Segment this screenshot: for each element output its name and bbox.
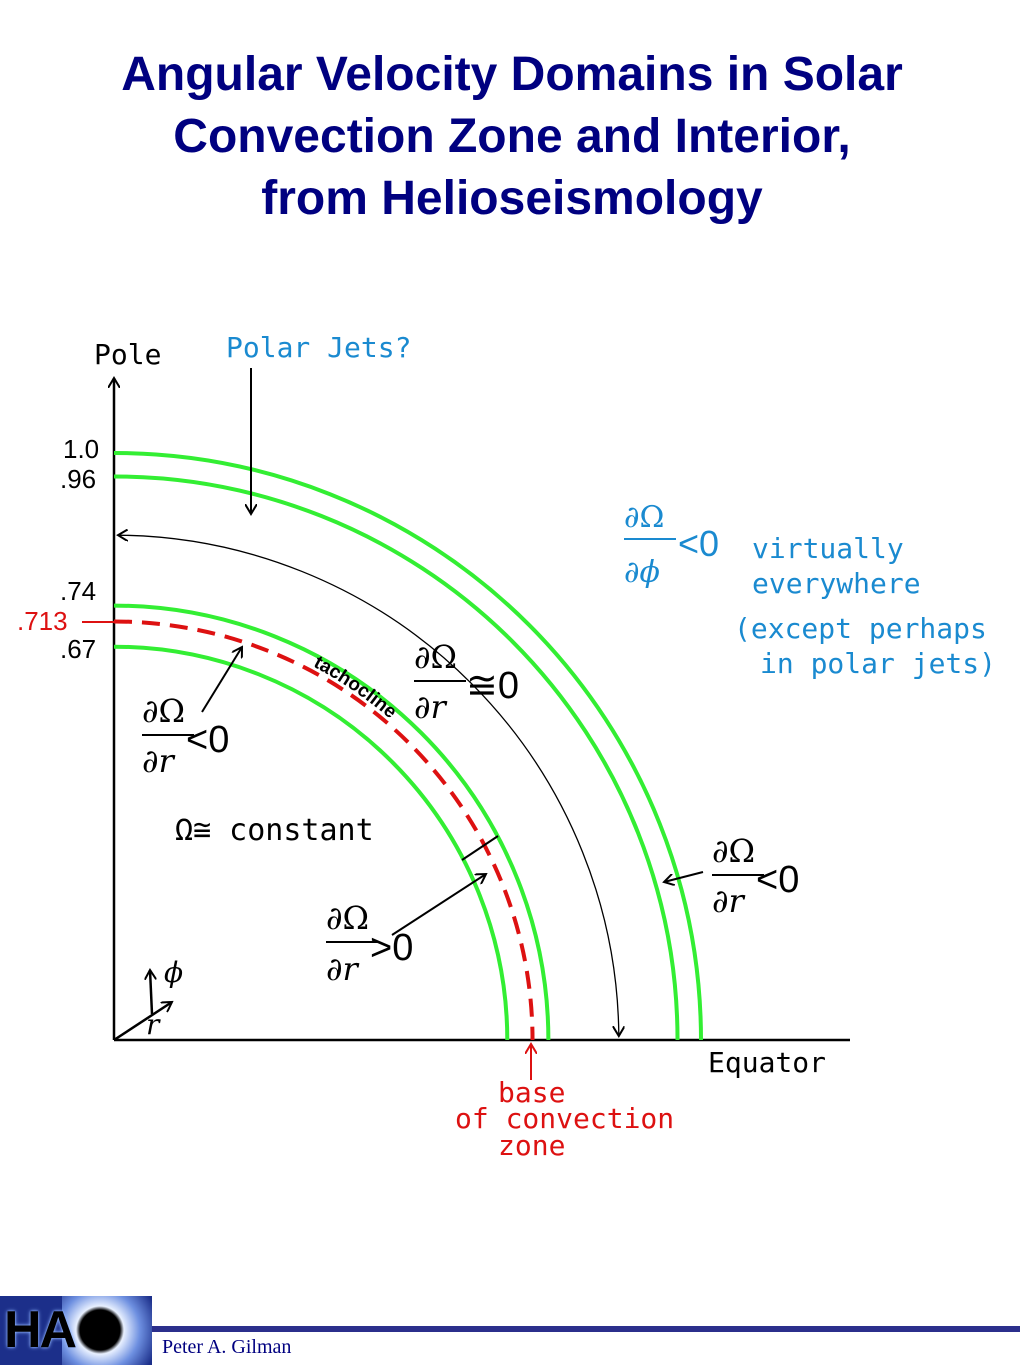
drzero-relation: ≅0 — [466, 665, 519, 707]
radius-label-1-0: 1.0 — [63, 434, 99, 464]
drpos-expression: ∂Ω ∂r >0 — [326, 899, 413, 988]
drneg-outer-denominator: ∂r — [712, 882, 746, 920]
drzero-denominator: ∂r — [414, 688, 448, 726]
title-line-3: from Helioseismology — [261, 172, 763, 225]
drneg-inner-expression: ∂Ω ∂r <0 — [142, 692, 229, 780]
r-vector-label: r — [146, 1008, 161, 1041]
everywhere-text: everywhere — [752, 567, 921, 600]
dphi-denominator: ∂ϕ — [624, 555, 660, 590]
dphi-expression: ∂Ω ∂ϕ <0 — [624, 500, 719, 590]
drneg-inner-numerator: ∂Ω — [142, 692, 185, 730]
drneg-outer-expression: ∂Ω ∂r <0 — [712, 832, 799, 920]
title-line-1: Angular Velocity Domains in Solar — [121, 48, 903, 101]
drneg-inner-denominator: ∂r — [142, 742, 176, 780]
equator-label: Equator — [708, 1046, 826, 1079]
drpos-denominator: ∂r — [326, 950, 360, 988]
logo-text: HA — [4, 1301, 77, 1359]
polar-jets-label: Polar Jets? — [226, 331, 411, 364]
base-label-1: base — [498, 1076, 565, 1109]
omega-constant-label: Ω≅ constant — [175, 813, 374, 848]
radius-label-067: .67 — [60, 634, 96, 664]
radius-label-0713: .713 — [17, 606, 68, 636]
drneg-outer-numerator: ∂Ω — [712, 832, 755, 870]
drneg-outer-relation: <0 — [756, 859, 799, 901]
base-label-3: zone — [498, 1129, 565, 1162]
base-label-2: of convection — [455, 1102, 674, 1135]
dphi-relation: <0 — [678, 523, 719, 564]
drneg-inner-arrow — [201, 647, 242, 713]
drpos-arrow — [391, 874, 486, 936]
tachocline-label: tachocline — [310, 652, 400, 723]
dphi-numerator: ∂Ω — [624, 500, 664, 535]
footer-author: Peter A. Gilman — [162, 1336, 292, 1358]
virtually-text: virtually — [752, 532, 904, 565]
drpos-relation: >0 — [370, 927, 413, 969]
phi-vector — [150, 970, 152, 1015]
drzero-numerator: ∂Ω — [414, 638, 457, 676]
page-title: Angular Velocity Domains in Solar Convec… — [0, 44, 1024, 230]
tachocline-tick — [461, 835, 499, 861]
tachocline-text: tachocline — [310, 652, 400, 723]
radius-label-096: .96 — [60, 464, 96, 494]
solar-diagram: Pole Equator 1.0 .96 .74 .713 .67 Polar … — [17, 331, 996, 1162]
drzero-expression: ∂Ω ∂r ≅0 — [414, 638, 519, 726]
title-line-2: Convection Zone and Interior, — [173, 110, 851, 163]
drneg-inner-relation: <0 — [186, 719, 229, 761]
phi-direction-arc — [118, 535, 619, 1036]
except-text-2: in polar jets) — [760, 647, 996, 680]
r-vector — [113, 1002, 172, 1042]
except-text-1: (except perhaps — [734, 612, 987, 645]
drpos-numerator: ∂Ω — [326, 899, 369, 937]
phi-vector-label: ϕ — [164, 956, 183, 989]
footer-divider — [152, 1326, 1020, 1332]
radius-label-074: .74 — [60, 576, 96, 606]
drneg-outer-arrow — [664, 871, 704, 882]
pole-label: Pole — [94, 338, 161, 371]
logo-sun-icon — [62, 1296, 152, 1365]
hao-logo: HA — [0, 1296, 152, 1365]
